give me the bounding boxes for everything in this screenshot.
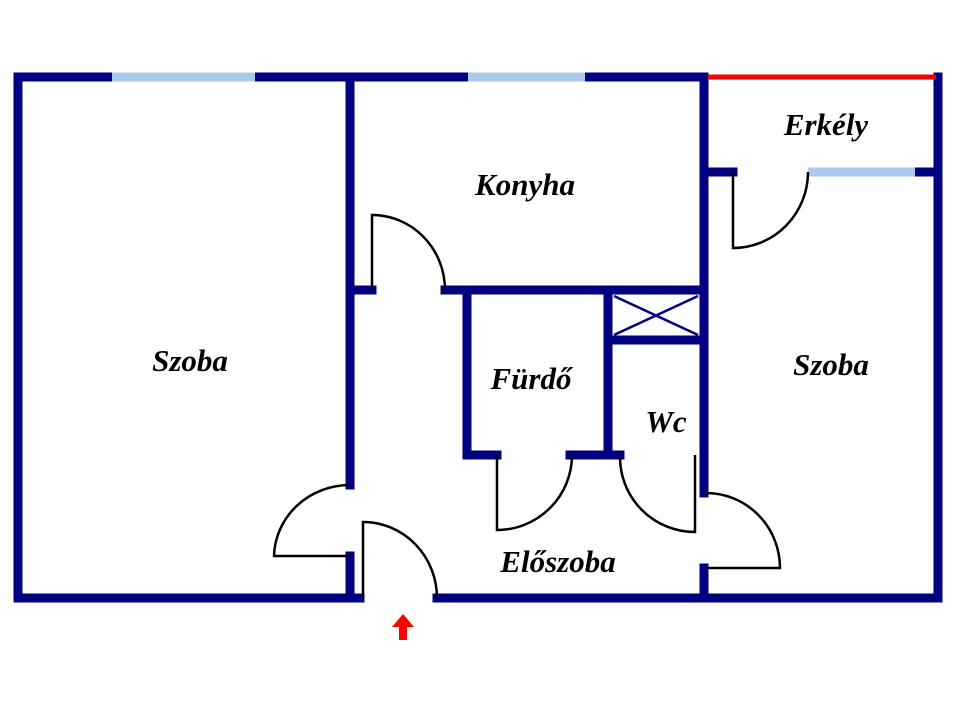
door-balcony[interactable] (731, 171, 810, 250)
label-furdo: Fürdő (490, 361, 574, 396)
shaft-cross (613, 294, 699, 337)
door-bathroom[interactable] (495, 454, 574, 532)
door-room-left[interactable] (272, 483, 351, 558)
door-kitchen[interactable] (370, 213, 447, 291)
label-szoba-right: Szoba (793, 347, 869, 382)
windows (112, 72, 915, 177)
label-konyha: Konyha (474, 167, 575, 202)
room-labels: Szoba Konyha Erkély Fürdő Wc Előszoba Sz… (152, 107, 869, 579)
label-szoba-left: Szoba (152, 343, 228, 378)
label-eloszoba: Előszoba (499, 544, 615, 579)
label-wc: Wc (645, 404, 687, 439)
entrance-arrow-icon (392, 614, 414, 640)
walls (13, 72, 943, 603)
door-wc[interactable] (618, 454, 697, 534)
doors (272, 171, 810, 599)
door-entrance[interactable] (361, 520, 439, 599)
door-room-right[interactable] (705, 491, 782, 570)
label-erkely: Erkély (783, 107, 869, 142)
